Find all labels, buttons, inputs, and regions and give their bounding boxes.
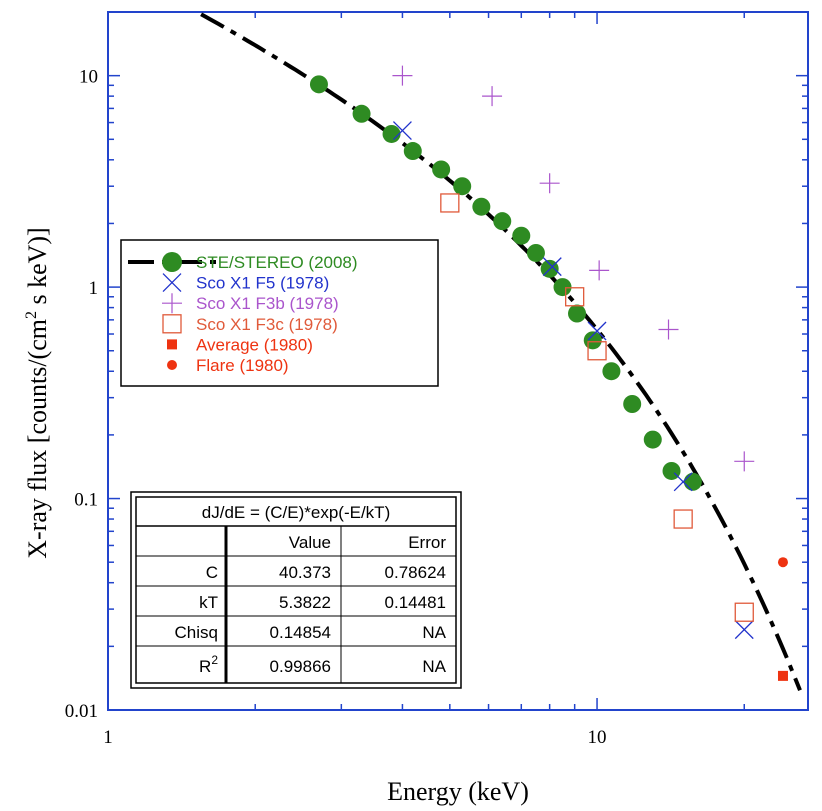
data-point xyxy=(683,472,702,491)
table-param: kT xyxy=(199,593,218,612)
data-point xyxy=(440,193,460,213)
data-point xyxy=(602,362,621,381)
data-point xyxy=(587,321,607,341)
legend-marker xyxy=(167,360,177,370)
table-param-sup: 2 xyxy=(211,653,218,667)
legend-label: Flare (1980) xyxy=(196,356,289,375)
data-point xyxy=(432,160,451,179)
legend-marker xyxy=(162,252,182,272)
series-4 xyxy=(777,670,788,681)
svg-text:X-ray flux [counts/(cm2 s keV): X-ray flux [counts/(cm2 s keV)] xyxy=(23,227,52,558)
plot-border xyxy=(107,11,809,711)
legend-marker xyxy=(162,273,182,293)
y-tick-label: 0.01 xyxy=(65,701,98,722)
data-point xyxy=(777,670,788,681)
x-tick-label: 1 xyxy=(103,727,113,748)
data-point xyxy=(568,304,587,323)
data-point xyxy=(526,243,545,262)
y-tick-label: 10 xyxy=(79,67,98,88)
tick-labels: 1 10 0.01 0.1 1 10 xyxy=(65,67,607,748)
legend-entry: STE/STEREO (2008) xyxy=(128,252,358,272)
data-point xyxy=(734,620,754,640)
y-axis-label: X-ray flux [counts/(cm2 s keV)] xyxy=(23,227,52,558)
legend-entry: Sco X1 F5 (1978) xyxy=(162,273,329,293)
data-point xyxy=(587,341,607,361)
legend-entry: Sco X1 F3c (1978) xyxy=(162,314,338,334)
table-header-error: Error xyxy=(408,533,446,552)
table-param: C xyxy=(206,563,218,582)
data-point xyxy=(777,557,788,568)
x-axis-label: Energy (keV) xyxy=(387,777,529,806)
legend-marker xyxy=(162,293,182,314)
table-error: 0.14481 xyxy=(385,593,446,612)
data-point xyxy=(472,197,491,216)
data-point xyxy=(734,451,755,472)
table-error: NA xyxy=(422,657,446,676)
data-point xyxy=(403,142,422,161)
y-tick-label: 1 xyxy=(89,278,99,299)
legend-marker xyxy=(162,314,182,334)
data-points xyxy=(309,65,788,681)
y-axis-label-post: s keV)] xyxy=(23,227,52,311)
data-point xyxy=(589,260,610,281)
legend-label: Sco X1 F5 (1978) xyxy=(196,274,329,293)
legend-label: STE/STEREO (2008) xyxy=(196,253,358,272)
data-point xyxy=(643,430,662,449)
data-point xyxy=(453,177,472,196)
series-1 xyxy=(392,121,754,640)
data-point xyxy=(734,602,754,622)
data-point xyxy=(539,173,560,194)
data-point xyxy=(553,278,572,297)
axis-ticks xyxy=(107,11,808,711)
table-value: 5.3822 xyxy=(279,593,331,612)
table-param-r2: R2 xyxy=(199,653,218,676)
series-2 xyxy=(392,65,755,472)
data-point xyxy=(623,394,642,413)
x-tick-label: 10 xyxy=(588,727,607,748)
data-point xyxy=(658,319,679,340)
table-param: Chisq xyxy=(175,623,218,642)
legend-entry: Sco X1 F3b (1978) xyxy=(162,293,339,313)
legend-label: Sco X1 F3c (1978) xyxy=(196,315,338,334)
table-inner-border xyxy=(135,496,457,684)
table-error: 0.78624 xyxy=(385,563,446,582)
table-param: R xyxy=(199,657,211,676)
data-point xyxy=(352,104,371,123)
legend-entry: Flare (1980) xyxy=(167,356,289,375)
table-value: 0.99866 xyxy=(270,657,331,676)
data-point xyxy=(542,257,562,277)
data-point xyxy=(583,331,602,350)
table-value: 40.373 xyxy=(279,563,331,582)
legend-marker xyxy=(167,339,177,350)
y-axis-label-pre: X-ray flux [counts/(cm xyxy=(23,319,52,559)
legend-label: Average (1980) xyxy=(196,335,313,354)
table-value: 0.14854 xyxy=(270,623,331,642)
data-point xyxy=(673,472,693,492)
data-point xyxy=(392,121,412,141)
table-header-value: Value xyxy=(289,533,331,552)
series-5 xyxy=(777,557,788,568)
data-point xyxy=(382,124,401,143)
data-point xyxy=(673,509,693,529)
y-tick-label: 0.1 xyxy=(74,490,98,511)
data-point xyxy=(309,75,328,94)
series-3 xyxy=(440,193,754,622)
y-axis-label-sup: 2 xyxy=(23,311,40,319)
data-point xyxy=(392,65,413,86)
table-error: NA xyxy=(422,623,446,642)
table-title: dJ/dE = (C/E)*exp(-E/kT) xyxy=(202,503,390,522)
data-point xyxy=(482,86,503,107)
data-point xyxy=(493,212,512,231)
data-point xyxy=(512,226,531,245)
legend: STE/STEREO (2008)Sco X1 F5 (1978)Sco X1 … xyxy=(120,239,439,387)
legend-entry: Average (1980) xyxy=(167,335,313,354)
fit-results-table: dJ/dE = (C/E)*exp(-E/kT) Value Error C 4… xyxy=(130,491,462,689)
data-point xyxy=(565,287,585,307)
plot-frame xyxy=(107,11,809,711)
legend-label: Sco X1 F3b (1978) xyxy=(196,294,339,313)
table-outer-border xyxy=(130,491,462,689)
